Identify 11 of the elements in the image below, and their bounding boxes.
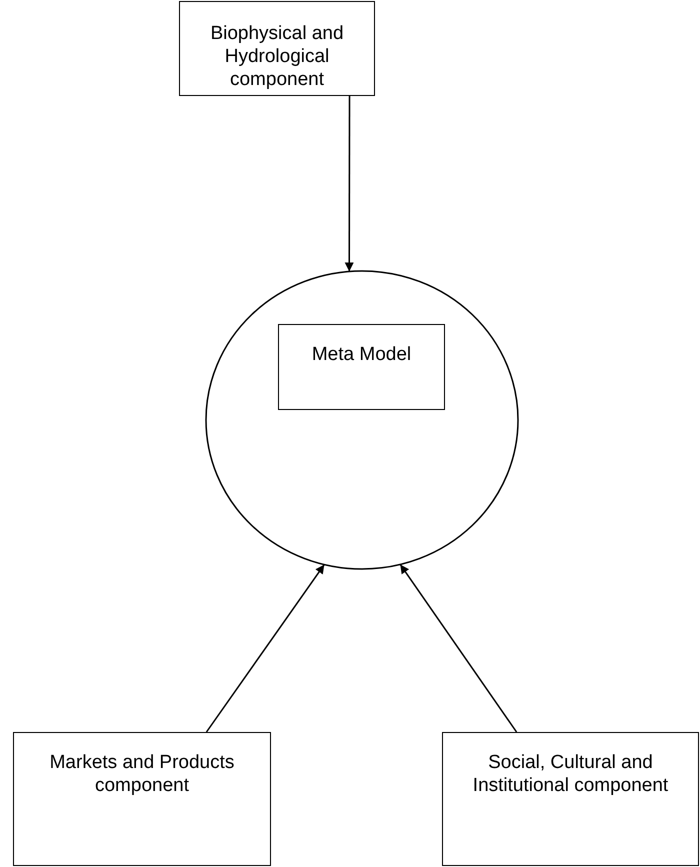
- box-label: Social, Cultural and Institutional component: [472, 751, 670, 797]
- box-label: Meta Model: [312, 343, 412, 366]
- box-label: Biophysical and Hydrological component: [209, 22, 345, 91]
- arrow: [400, 564, 518, 732]
- component-box: [442, 732, 699, 866]
- arrow: [206, 564, 325, 732]
- component-box: [13, 732, 271, 866]
- box-label: Markets and Products component: [48, 751, 236, 797]
- arrow: [344, 96, 354, 272]
- component-box: [179, 1, 375, 96]
- component-box: [278, 324, 445, 410]
